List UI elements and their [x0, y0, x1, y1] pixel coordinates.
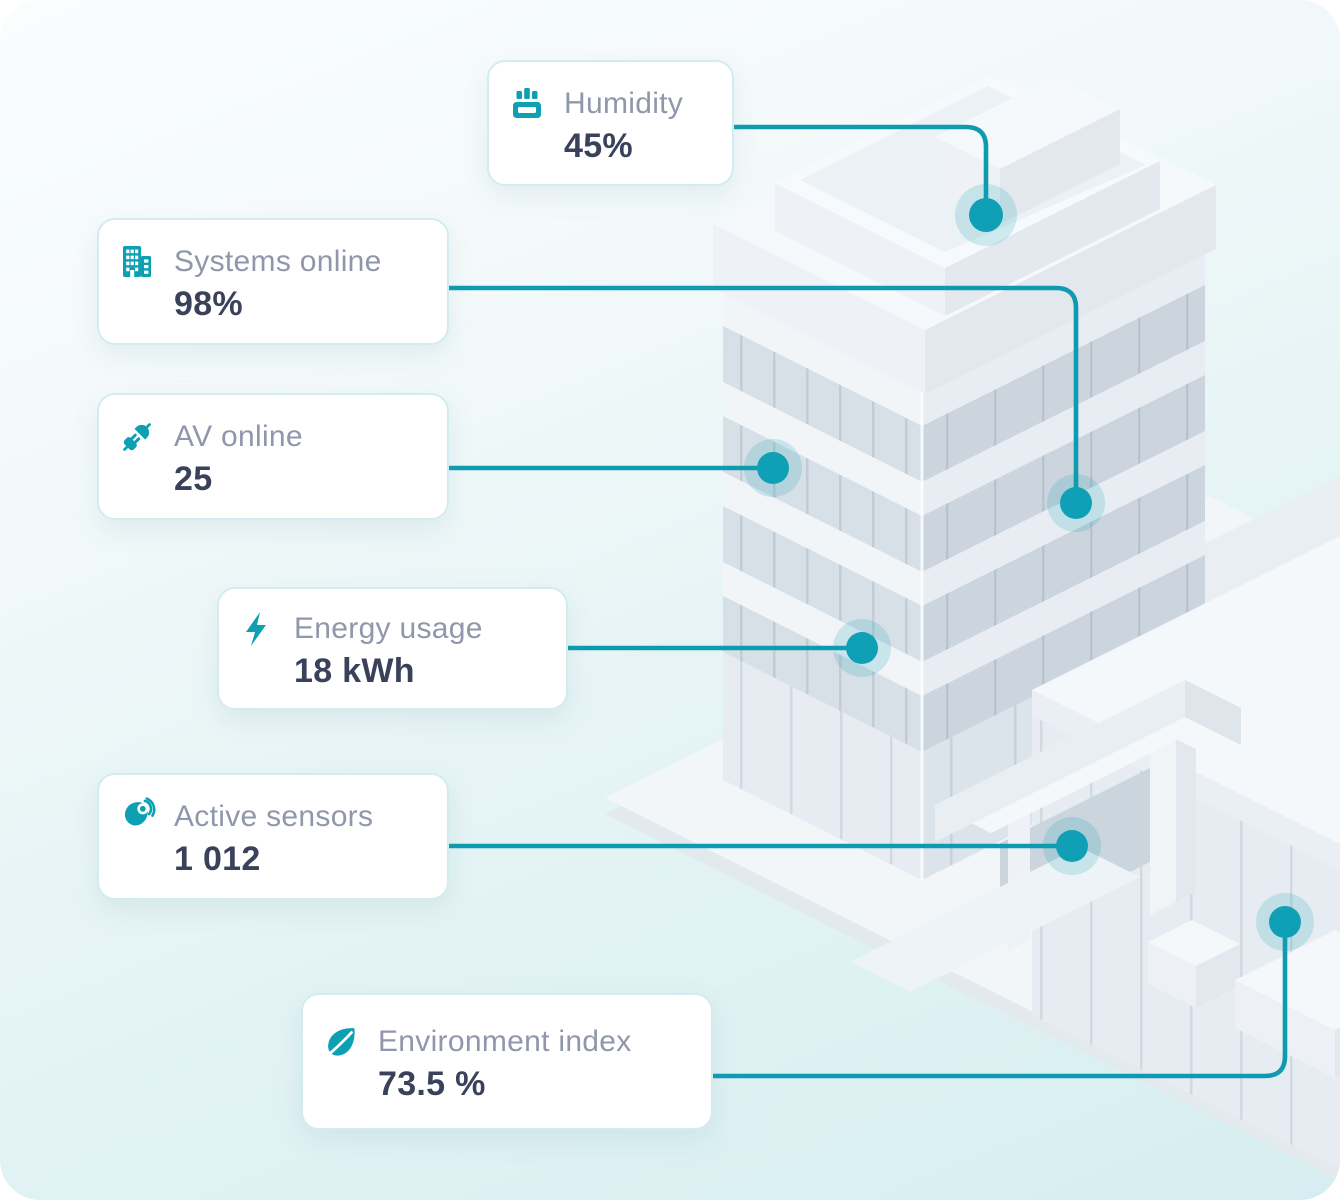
connector-systems-online — [446, 285, 1079, 490]
lightning-bolt-icon — [237, 609, 277, 649]
stat-card-energy-usage: Energy usage 18 kWh — [217, 587, 568, 710]
stat-value: 73.5 % — [378, 1065, 486, 1103]
stat-value: 18 kWh — [294, 652, 415, 690]
stat-card-humidity: Humidity 45% — [487, 60, 734, 186]
connector-humidity — [731, 124, 989, 202]
stat-card-environment-index: Environment index 73.5 % — [301, 993, 713, 1130]
sensor-waves-icon — [117, 797, 157, 837]
stat-value: 45% — [564, 126, 633, 165]
sensor-dots — [744, 184, 1314, 951]
stat-value: 1 012 — [174, 840, 261, 878]
stat-label: Active sensors — [174, 800, 374, 833]
sensor-dot-av-online[interactable] — [757, 452, 789, 484]
sensor-dot-systems-online[interactable] — [1060, 487, 1092, 519]
sensor-dot-energy-usage[interactable] — [846, 632, 878, 664]
plug-icon — [117, 417, 157, 457]
building-icon — [117, 242, 157, 282]
sensor-dot-active-sensors[interactable] — [1056, 830, 1088, 862]
stat-card-systems-online: Systems online 98% — [97, 218, 449, 345]
stat-label: Humidity — [564, 86, 684, 120]
sensor-dot-humidity[interactable] — [969, 198, 1003, 232]
sensor-dot-environment-index[interactable] — [1269, 906, 1301, 938]
connector-environment-index — [710, 935, 1288, 1079]
stat-label: Systems online — [174, 245, 382, 278]
stat-value: 98% — [174, 285, 243, 323]
stat-card-active-sensors: Active sensors 1 012 — [97, 773, 449, 900]
stat-label: Energy usage — [294, 612, 483, 645]
humidifier-icon — [507, 84, 547, 124]
stat-label: Environment index — [378, 1025, 632, 1058]
stat-card-av-online: AV online 25 — [97, 393, 449, 520]
leaf-icon — [321, 1022, 361, 1062]
stat-value: 25 — [174, 460, 213, 498]
stat-label: AV online — [174, 420, 303, 453]
